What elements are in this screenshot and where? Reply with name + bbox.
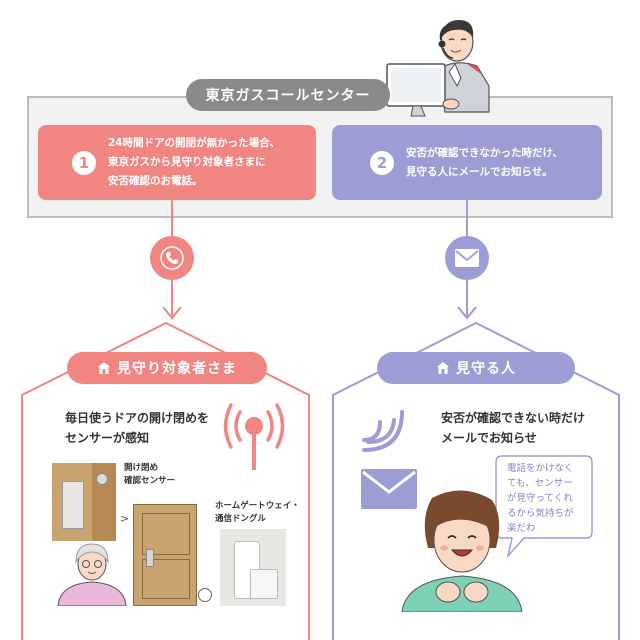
woman-illustration [401,490,523,612]
wave-signal-icon [362,410,404,452]
call-center-title: 東京ガスコールセンター [186,79,390,111]
left-description: 毎日使うドアの開け閉めを センサーが感知 [65,411,210,445]
right-description: 安否が確認できない時だけ メールでお知らせ [441,411,586,445]
speech-bubble-text: 電話をかけなく ても、センサー が見守ってくれ るから気持ちが 楽だわ [507,463,574,534]
house-icon [437,362,449,374]
step-1-text: 24時間ドアの開閉が無かった場合、 東京ガスから見守り対象者さまに 安否確認のお… [108,137,281,187]
house-icon [98,362,110,374]
sensor-label: 開け閉め 確認センサー [124,463,176,486]
step-1-card: 1 24時間ドアの開閉が無かった場合、 東京ガスから見守り対象者さまに 安否確認… [38,125,316,200]
right-section-title: 見守る人 [377,352,575,384]
gateway-photo [220,529,286,606]
gateway-label: ホームゲートウェイ・ 通信ドングル [215,501,300,524]
dongle-icon [198,588,212,602]
step-2-text: 安否が確認できなかった時だけ、 見守る人にメールでお知らせ。 [406,146,563,178]
mail-icon [445,236,489,280]
step-2-card: 2 安否が確認できなかった時だけ、 見守る人にメールでお知らせ。 [332,125,602,200]
door-illustration [133,504,197,606]
elderly-woman-illustration [57,543,127,606]
signal-icon [223,403,285,470]
envelope-icon [361,469,417,509]
step-2-number: 2 [370,150,394,175]
speech-bubble [495,455,593,559]
operator-illustration [386,20,490,117]
chevron-right-icon: > [120,512,130,525]
step-1-number: 1 [72,150,96,175]
sensor-photo [52,463,116,541]
left-section-title: 見守り対象者さま [67,352,267,384]
phone-icon [150,236,194,280]
